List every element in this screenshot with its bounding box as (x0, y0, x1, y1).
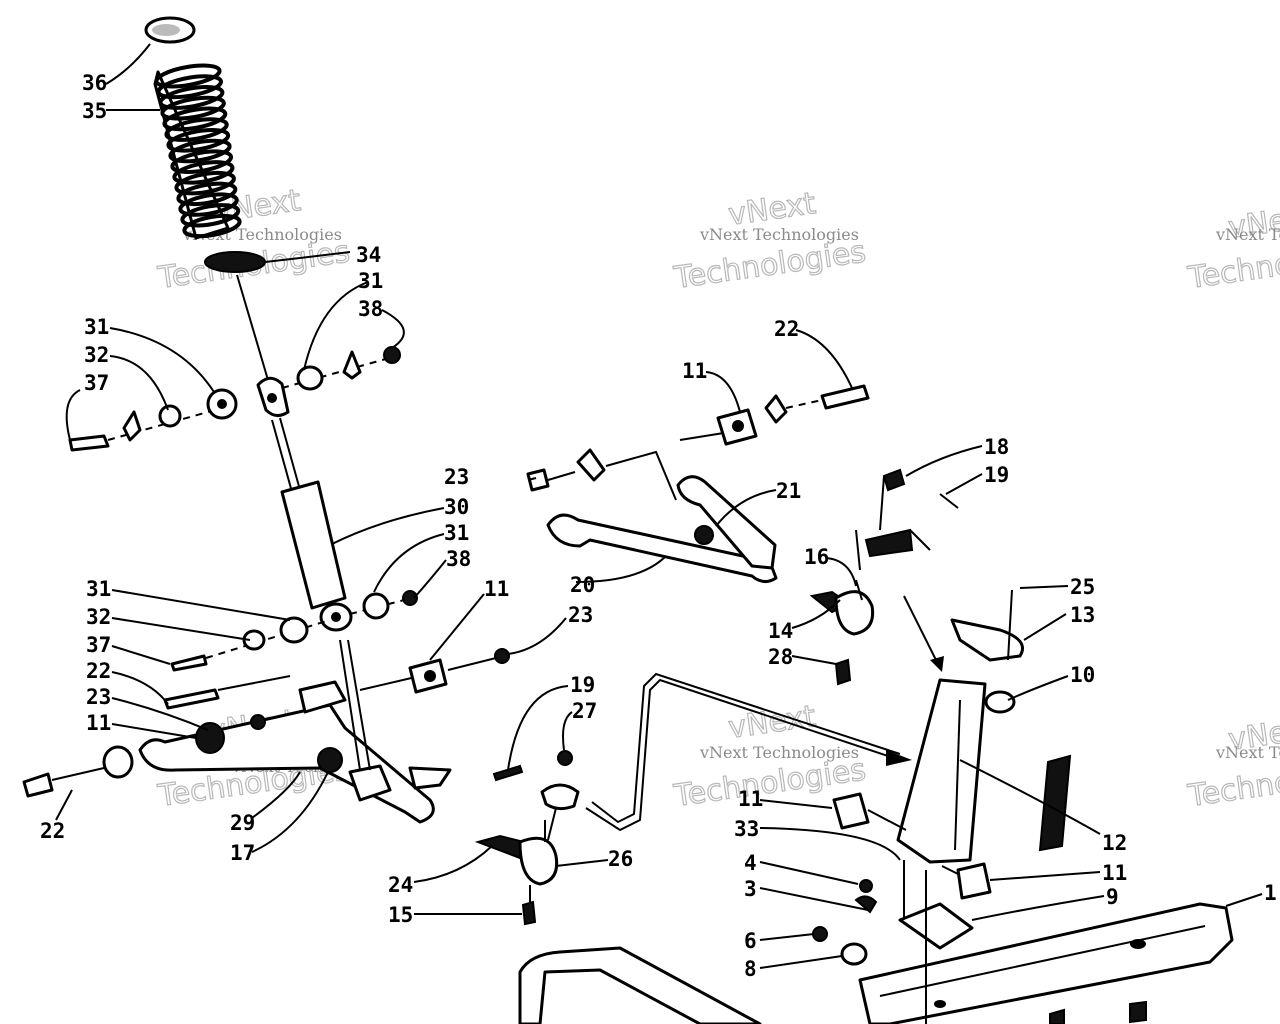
callout-14: 14 (768, 619, 793, 643)
callout-11: 11 (738, 787, 763, 811)
callout-31: 31 (84, 315, 109, 339)
spring-coil (182, 213, 242, 239)
callout-21: 21 (776, 479, 801, 503)
spring-coil (172, 160, 235, 185)
spring-seat (204, 251, 301, 273)
callout-23: 23 (86, 685, 111, 709)
callout-labels: 36 35 34 31 38 31 32 37 30 31 38 31 32 3… (40, 71, 1277, 981)
callout-32: 32 (86, 605, 111, 629)
callout-4: 4 (744, 851, 757, 875)
callout-20: 20 (570, 573, 595, 597)
callout-37: 37 (86, 633, 111, 657)
callout-22: 22 (774, 317, 799, 341)
spring-coil (162, 106, 228, 132)
callout-18: 18 (984, 435, 1009, 459)
callout-23: 23 (444, 465, 469, 489)
callout-31: 31 (358, 269, 383, 293)
bushing-upper (716, 384, 870, 446)
callout-10: 10 (1070, 663, 1095, 687)
spring-coil (174, 170, 236, 196)
callout-11: 11 (86, 711, 111, 735)
callout-22: 22 (86, 659, 111, 683)
spring-coil (160, 95, 226, 121)
callout-25: 25 (1070, 575, 1095, 599)
callout-33: 33 (734, 817, 759, 841)
callout-8: 8 (744, 957, 757, 981)
callout-15: 15 (388, 903, 413, 927)
callout-31: 31 (444, 521, 469, 545)
callout-23: 23 (568, 603, 593, 627)
ski (518, 860, 1234, 1024)
callout-29: 29 (230, 811, 255, 835)
spring-coil (180, 203, 241, 228)
tie-rod-end-left (474, 820, 559, 926)
callout-28: 28 (768, 645, 793, 669)
callout-3: 3 (744, 877, 757, 901)
upper-mount-hardware (68, 346, 401, 452)
spring-coil (164, 117, 229, 142)
spring-coil (154, 63, 222, 89)
spring-coil (158, 85, 225, 110)
callout-38: 38 (358, 297, 383, 321)
callout-13: 13 (1070, 603, 1095, 627)
callout-26: 26 (608, 847, 633, 871)
callout-32: 32 (84, 343, 109, 367)
callout-19: 19 (570, 673, 595, 697)
spring-rod (1038, 754, 1072, 852)
lower-a-arm (22, 639, 452, 824)
callout-30: 30 (444, 495, 469, 519)
spindle-top-hardware (855, 468, 959, 571)
watermark-center: vNext vNext Technologies Technologies (671, 185, 869, 296)
coil-spring (153, 63, 242, 240)
spring-coil (156, 74, 223, 100)
callout-16: 16 (804, 545, 829, 569)
callout-24: 24 (388, 873, 413, 897)
spring-coil (166, 127, 231, 153)
spring-coil (170, 149, 234, 174)
lower-mount-hardware (170, 590, 418, 672)
watermark-line: vNext Technologies (1215, 225, 1280, 244)
spindle-hardware (492, 750, 580, 841)
leader-lines (55, 43, 1263, 969)
spring-coil (168, 138, 232, 164)
callout-36: 36 (82, 71, 107, 95)
callout-17: 17 (230, 841, 255, 865)
bushing-left (359, 648, 510, 694)
callout-22: 22 (40, 819, 65, 843)
watermark-right: vNext vNext Technologies Technologies (1185, 198, 1280, 296)
callout-12: 12 (1102, 831, 1127, 855)
upper-a-arm (526, 431, 778, 583)
watermark-line: vNext Technologies (1215, 743, 1280, 762)
spindle (896, 589, 1024, 864)
watermark-line: vNext Technologies (699, 743, 859, 762)
callout-27: 27 (572, 699, 597, 723)
callout-11: 11 (682, 359, 707, 383)
steering-rod (585, 672, 912, 832)
callout-19: 19 (984, 463, 1009, 487)
callout-9: 9 (1106, 885, 1119, 909)
callout-6: 6 (744, 929, 757, 953)
spring-coil (176, 181, 238, 207)
watermark-line: vNext Technologies (699, 225, 859, 244)
callout-34: 34 (356, 243, 381, 267)
shock-absorber (256, 376, 353, 632)
callout-38: 38 (446, 547, 471, 571)
shock-axis-line (236, 274, 269, 381)
spindle-lower-bushings (832, 792, 992, 900)
callout-11: 11 (484, 577, 509, 601)
callout-37: 37 (84, 371, 109, 395)
spring-coil (178, 192, 239, 217)
watermark-lower-right: vNext vNext Technologies Technologies (1185, 710, 1280, 814)
callout-1: 1 (1264, 881, 1277, 905)
spring-cap (144, 16, 196, 44)
callout-35: 35 (82, 99, 107, 123)
callout-11: 11 (1102, 861, 1127, 885)
callout-31: 31 (86, 577, 111, 601)
tie-rod-end-right (809, 579, 875, 686)
